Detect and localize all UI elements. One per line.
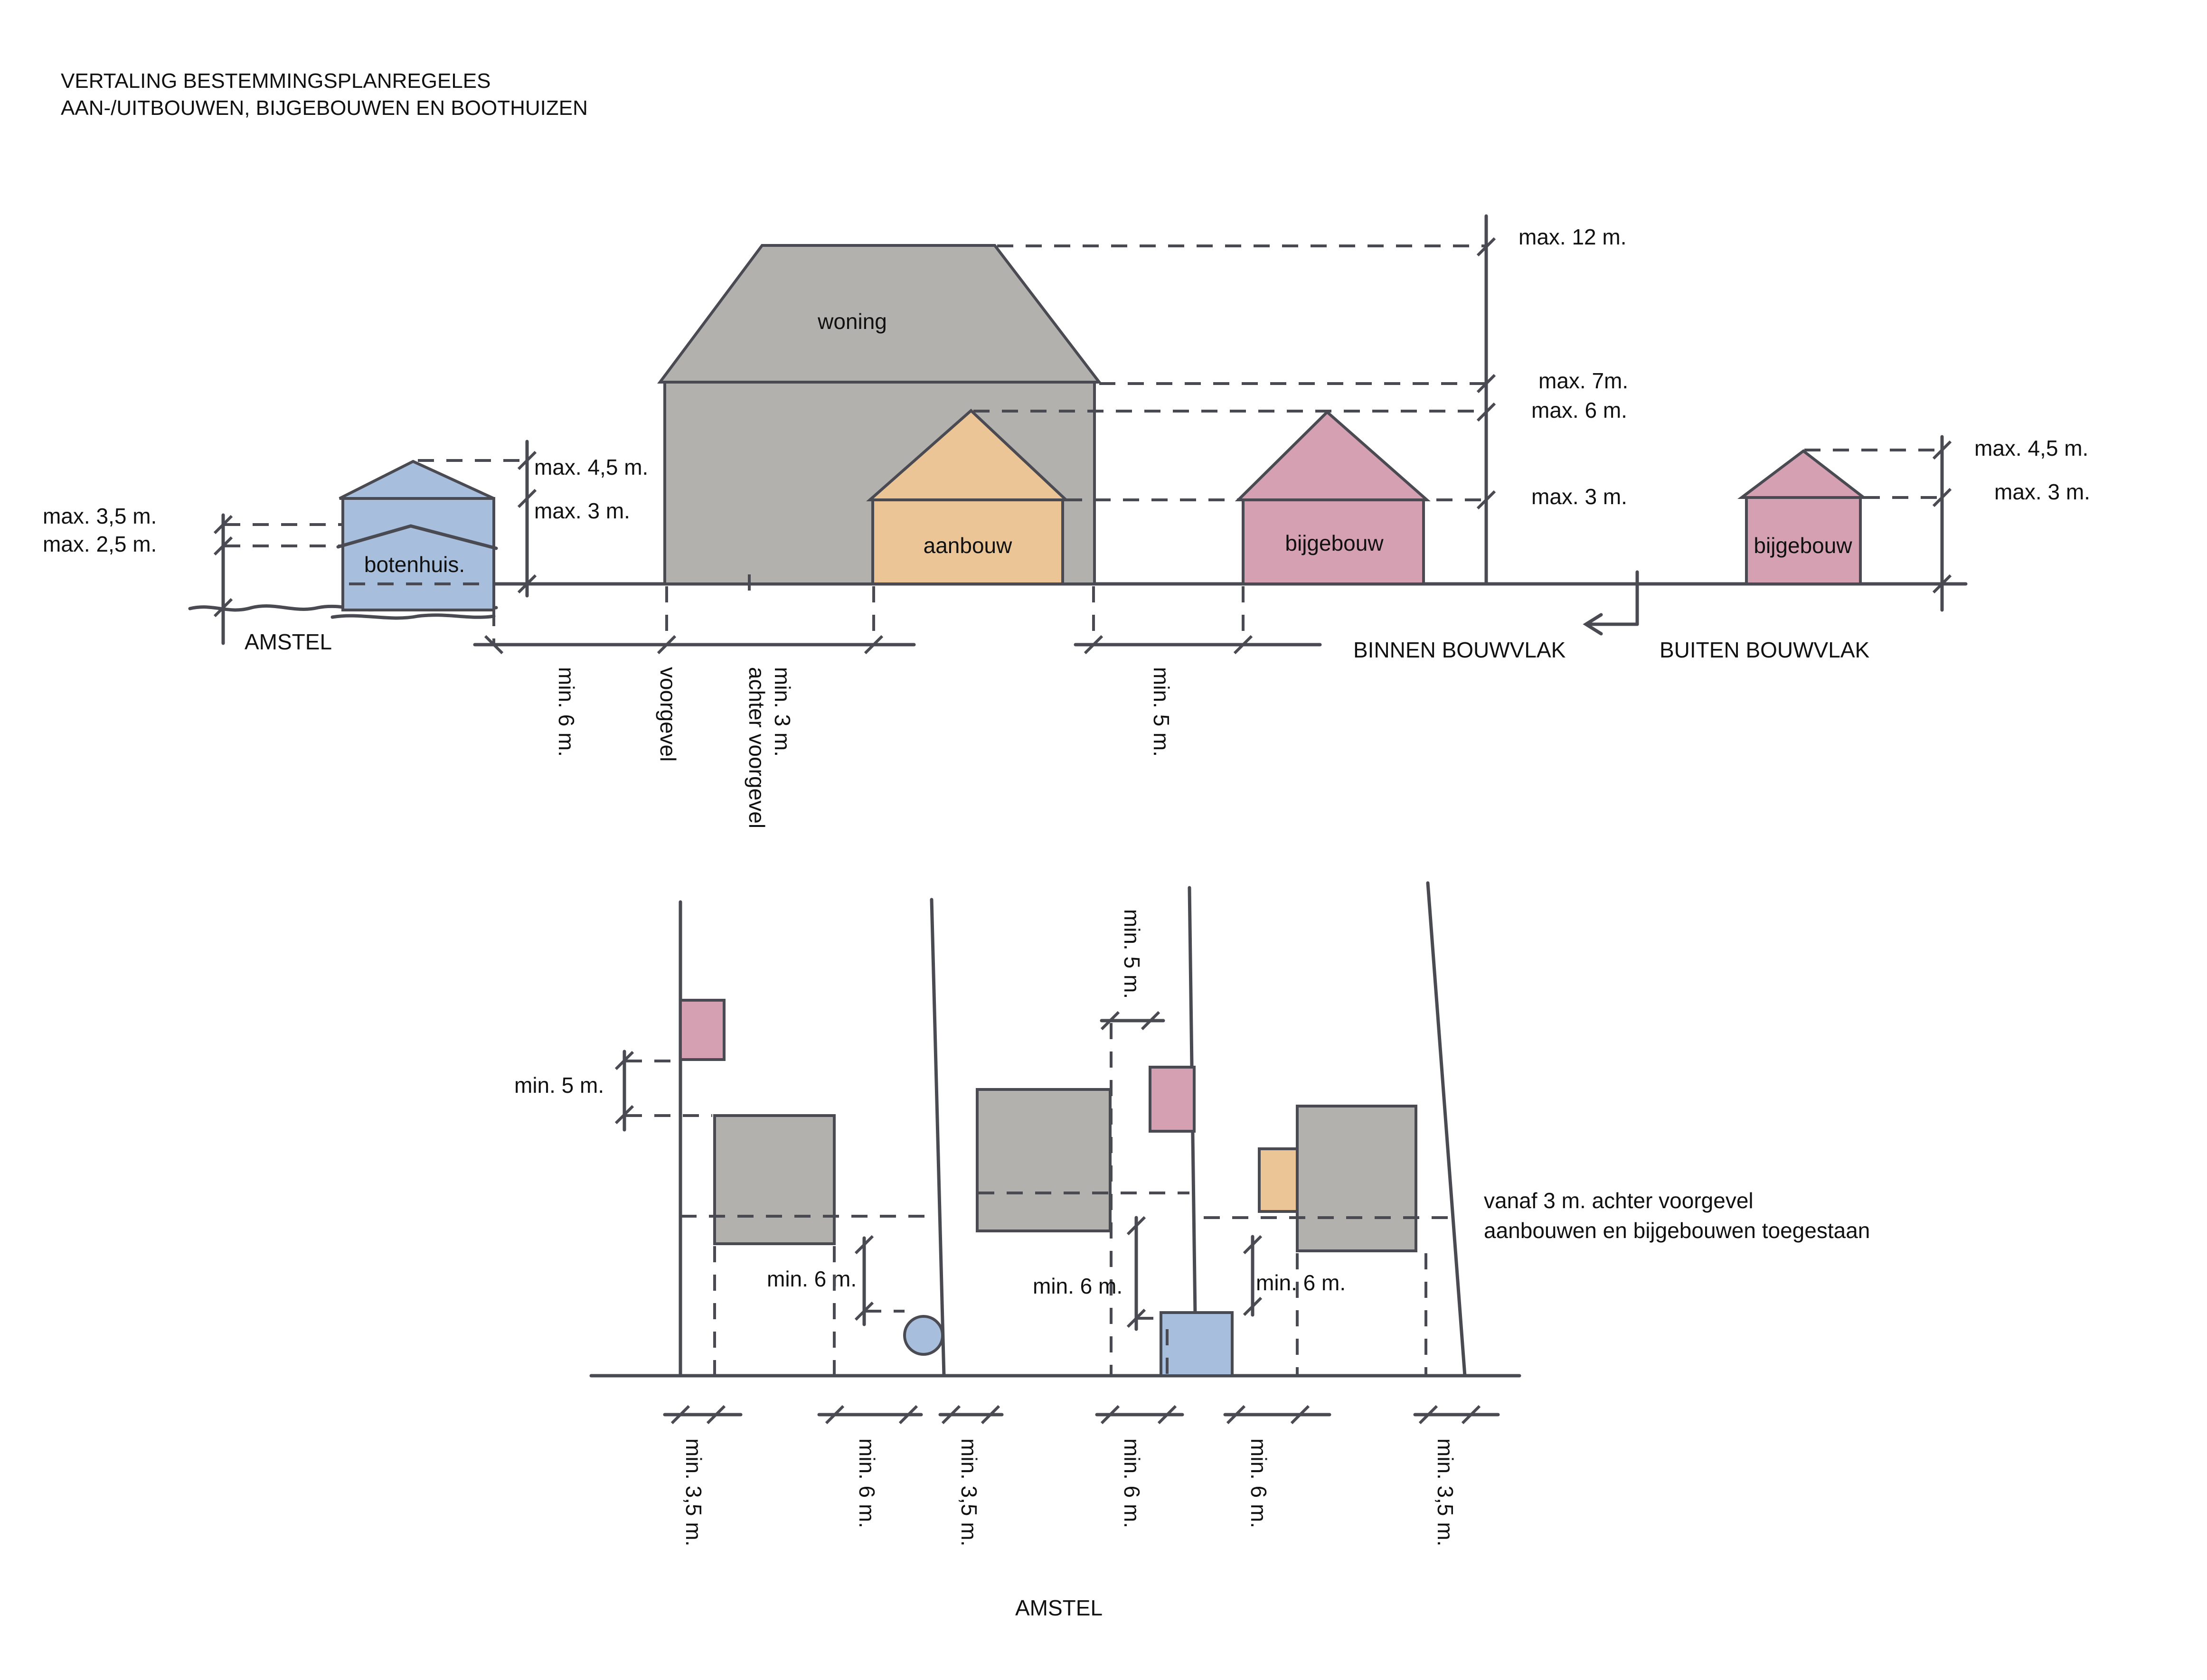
dim-voorgevel: voorgevel bbox=[656, 667, 680, 761]
aanbouw-building: aanbouw bbox=[866, 408, 1070, 585]
height-max-6: max. 6 m. bbox=[1531, 398, 1627, 422]
zone-binnen-label: BINNEN BOUWVLAK bbox=[1353, 638, 1566, 662]
zone-buiten-label: BUITEN BOUWVLAK bbox=[1660, 638, 1870, 662]
plan-view: vanaf 3 m. achter voorgevel aanbouwen en… bbox=[514, 881, 1870, 1620]
dim-min-3: min. 3 m. bbox=[770, 667, 795, 757]
botenhuis-height-max-45: max. 4,5 m. bbox=[534, 455, 648, 479]
plan-side-min-6-b: min. 6 m. bbox=[1033, 1274, 1122, 1298]
aanbouw-label: aanbouw bbox=[924, 533, 1012, 558]
dim-achter-voorgevel: achter voorgevel bbox=[745, 667, 769, 828]
plan-woning-2 bbox=[976, 1088, 1112, 1232]
parcel-line-4 bbox=[1426, 881, 1467, 1378]
plan-side-min-6-c: min. 6 m. bbox=[1256, 1270, 1346, 1295]
plan-bottom-dim-1: min. 3,5 m. bbox=[681, 1438, 706, 1547]
plan-bottom-dim-3: min. 3,5 m. bbox=[957, 1438, 981, 1547]
plan-note-line-1: vanaf 3 m. achter voorgevel bbox=[1484, 1188, 1754, 1213]
botenhuis-height-max-25: max. 2,5 m. bbox=[43, 532, 157, 556]
dim-min-5-side: min. 5 m. bbox=[1149, 667, 1174, 757]
plan-woning-3 bbox=[1296, 1105, 1417, 1252]
amstel-label-elevation: AMSTEL bbox=[245, 629, 332, 654]
botenhuis-height-max-3: max. 3 m. bbox=[534, 498, 630, 523]
plan-bijgebouw-2 bbox=[1149, 1066, 1196, 1133]
plan-top-min-5: min. 5 m. bbox=[1120, 909, 1144, 999]
zone-arrow bbox=[1583, 613, 1603, 636]
plan-bottom-dim-2: min. 6 m. bbox=[855, 1438, 879, 1528]
outside-height-max-45: max. 4,5 m. bbox=[1974, 436, 2088, 460]
dim-min-6-front: min. 6 m. bbox=[554, 667, 579, 757]
title-line-2: AAN-/UITBOUWEN, BIJGEBOUWEN EN BOOTHUIZE… bbox=[61, 96, 588, 120]
outside-height-max-3: max. 3 m. bbox=[1994, 479, 2090, 504]
water-wave bbox=[330, 613, 496, 620]
plan-bottom-dim-4: min. 6 m. bbox=[1120, 1438, 1144, 1528]
bijgebouw-outside: bijgebouw bbox=[1737, 449, 1868, 585]
plan-botenhuis-square bbox=[1160, 1311, 1234, 1377]
botenhuis-inner-roof bbox=[336, 524, 498, 550]
elevation-view: woning aanbouw bijgebouw bijgebouw boten… bbox=[43, 214, 2090, 828]
title-line-1: VERTALING BESTEMMINGSPLANREGELES bbox=[61, 69, 491, 93]
botenhuis-label: botenhuis. bbox=[364, 552, 465, 577]
plan-bottom-dim-6: min. 3,5 m. bbox=[1433, 1438, 1458, 1547]
plan-left-min-5: min. 5 m. bbox=[514, 1073, 604, 1098]
plan-aanbouw bbox=[1258, 1147, 1300, 1213]
bijgebouw-inside: bijgebouw bbox=[1235, 410, 1431, 585]
plan-woning-1 bbox=[713, 1114, 836, 1245]
plan-bottom-dim-5: min. 6 m. bbox=[1246, 1438, 1271, 1528]
amstel-label-plan: AMSTEL bbox=[1015, 1596, 1103, 1620]
plan-bijgebouw-1 bbox=[679, 999, 726, 1061]
parcel-line-2 bbox=[930, 898, 946, 1378]
botenhuis-height-max-35: max. 3,5 m. bbox=[43, 504, 157, 528]
plan-botenhuis-circle bbox=[903, 1315, 944, 1356]
height-max-3: max. 3 m. bbox=[1531, 484, 1627, 509]
plan-note-line-2: aanbouwen en bijgebouwen toegestaan bbox=[1484, 1218, 1870, 1243]
bijgebouw-inside-label: bijgebouw bbox=[1285, 531, 1384, 555]
woning-label: woning bbox=[817, 309, 887, 334]
height-max-7: max. 7m. bbox=[1538, 368, 1628, 393]
plan-side-min-6-a: min. 6 m. bbox=[767, 1267, 857, 1291]
height-max-12: max. 12 m. bbox=[1518, 225, 1627, 249]
botenhuis-building: botenhuis. bbox=[336, 460, 498, 611]
bijgebouw-outside-label: bijgebouw bbox=[1754, 533, 1852, 558]
